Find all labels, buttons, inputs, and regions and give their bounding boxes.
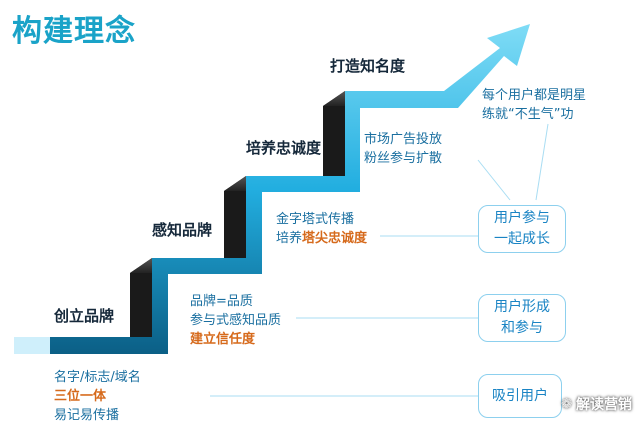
desc-line: 每个用户都是明星 [482,88,587,103]
page-title: 构建理念 [12,14,136,49]
desc-level-4: 市场广告投放 粉丝参与扩散 [364,130,442,168]
desc-line: 金字塔式传播 [276,212,355,227]
desc-line: 练就“不生气”功 [482,107,574,122]
watermark: ❁ 解读营销 [561,394,632,414]
box-line: 用户形成 [494,299,550,315]
desc-highlight: 塔尖忠诚度 [302,231,368,246]
desc-line: 品牌=品质 [190,294,253,309]
stage-label-3: 培养忠诚度 [246,139,322,157]
desc-line: 市场广告投放 [364,132,443,147]
desc-level-1: 名字/标志/域名 三位一体 易记易传播 [54,368,141,425]
desc-highlight: 建立信任度 [190,332,256,347]
desc-line: 易记易传播 [54,408,120,423]
result-box-2: 用户形成和参与 [478,294,566,342]
result-box-3: 用户参与一起成长 [478,205,566,253]
desc-line: 名字/标志/域名 [54,370,141,385]
box-line: 吸引用户 [492,387,548,404]
stage-label-2: 感知品牌 [152,221,213,239]
desc-highlight: 三位一体 [54,389,107,404]
stage-label-4: 打造知名度 [330,57,406,75]
desc-line: 培养 [276,231,303,246]
stage-label-1: 创立品牌 [54,307,115,325]
desc-line: 参与式感知品质 [190,313,282,328]
box-line: 用户参与 [494,210,550,226]
box-line: 和参与 [501,320,543,336]
wechat-icon: ❁ [561,396,572,412]
watermark-text: 解读营销 [576,397,632,413]
desc-line: 粉丝参与扩散 [364,151,443,166]
desc-level-2: 品牌=品质 参与式感知品质 建立信任度 [190,292,281,349]
box-line: 一起成长 [494,231,550,247]
desc-level-3: 金字塔式传播 培养塔尖忠诚度 [276,210,367,248]
desc-level-5: 每个用户都是明星 练就“不生气”功 [482,86,586,124]
result-box-1: 吸引用户 [478,374,562,418]
